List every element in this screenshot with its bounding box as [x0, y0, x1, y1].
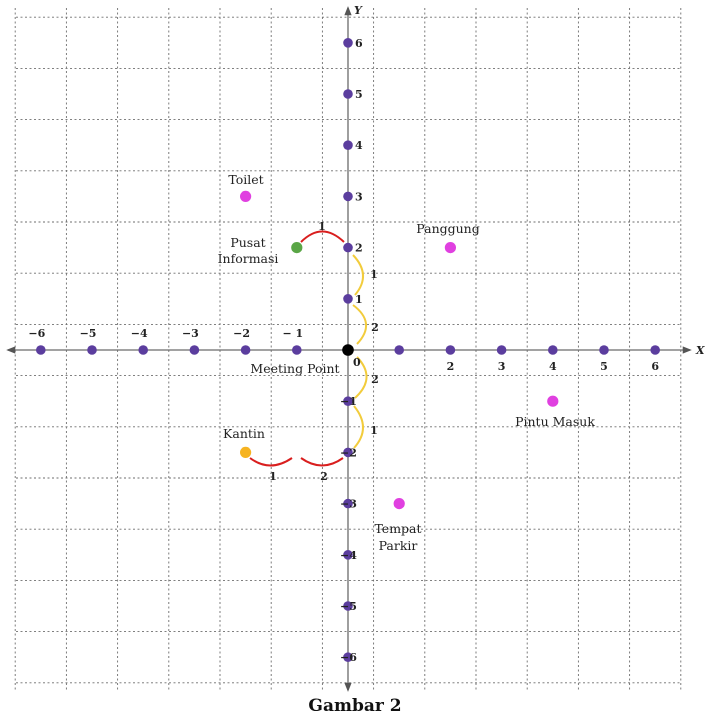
kantin-label: Kantin	[223, 426, 265, 441]
x-tick-label: −4	[131, 327, 148, 340]
y-tick-point	[343, 294, 353, 304]
yellow-path-arc	[352, 254, 364, 296]
step-label: 1	[269, 470, 277, 483]
x-tick-point	[138, 345, 148, 355]
x-tick-point	[292, 345, 302, 355]
y-axis-name: Y	[354, 4, 363, 17]
x-tick-label: 3	[498, 360, 506, 373]
y-tick-point	[343, 498, 353, 509]
x-tick-label: 6	[651, 360, 659, 373]
x-tick-label: −5	[80, 327, 97, 340]
x-axis-name: X	[695, 344, 705, 357]
yellow-path-arc	[353, 405, 364, 449]
x-tick-label: −6	[28, 327, 45, 340]
pusat-informasi-point	[291, 242, 303, 254]
meeting-point-label: Meeting Point	[250, 361, 339, 376]
x-tick-label: 4	[549, 360, 557, 373]
y-tick-label: −5	[340, 600, 357, 613]
red-path-arc	[300, 230, 345, 243]
tempat-parkir-label: Tempat	[374, 521, 421, 536]
y-tick-label: −2	[340, 446, 357, 459]
x-tick-point	[189, 345, 200, 355]
y-tick-point	[343, 38, 353, 48]
toilet-point	[240, 190, 252, 202]
pusat-informasi-label: Informasi	[218, 251, 279, 266]
x-tick-point	[240, 345, 251, 355]
y-tick-point	[343, 89, 353, 99]
y-tick-point	[343, 652, 353, 662]
y-tick-point	[343, 396, 353, 407]
step-label: 2	[371, 373, 379, 386]
y-tick-label: −4	[340, 549, 357, 562]
y-tick-label: 5	[355, 88, 363, 101]
y-tick-point	[343, 242, 353, 253]
x-tick-point	[599, 345, 609, 355]
y-tick-point	[343, 140, 353, 150]
step-label: 1	[370, 424, 378, 437]
pusat-informasi-label: Pusat	[230, 235, 265, 250]
step-label: 2	[371, 321, 379, 334]
toilet-label: Toilet	[228, 172, 263, 187]
pintu-masuk-point	[547, 395, 559, 407]
x-tick-point	[36, 345, 46, 355]
y-tick-label: −6	[340, 651, 357, 664]
grid	[14, 8, 682, 690]
y-tick-label: 1	[355, 293, 363, 306]
x-tick-point	[394, 345, 405, 355]
x-tick-point	[548, 345, 558, 355]
y-tick-label: 4	[355, 139, 363, 152]
step-label: 2	[320, 470, 328, 483]
x-tick-point	[650, 345, 660, 355]
y-tick-label: 3	[355, 190, 363, 203]
panggung-point	[444, 242, 456, 254]
y-tick-label: 2	[355, 242, 363, 255]
tempat-parkir-point	[393, 498, 405, 510]
panggung-label: Panggung	[416, 221, 479, 236]
y-tick-point	[343, 550, 353, 560]
y-tick-point	[343, 601, 353, 611]
origin-label: 0	[353, 356, 361, 369]
x-tick-point	[445, 345, 456, 355]
step-label: 1	[370, 268, 378, 281]
meeting-point-point	[342, 344, 354, 356]
red-path-arc	[249, 457, 293, 467]
pintu-masuk-label: Pintu Masuk	[515, 414, 595, 429]
tempat-parkir-label: Parkir	[379, 538, 418, 553]
y-tick-point	[343, 191, 353, 202]
x-tick-label: −2	[233, 327, 250, 340]
x-tick-label: − 1	[282, 327, 303, 340]
y-tick-label: −1	[340, 395, 357, 408]
red-path-arc	[300, 457, 344, 467]
figure-caption: Gambar 2	[308, 696, 402, 716]
step-label: 1	[318, 220, 326, 233]
x-tick-label: 5	[600, 360, 608, 373]
x-tick-label: 2	[447, 360, 455, 373]
kantin-point	[240, 446, 252, 458]
yellow-path-arc	[352, 304, 367, 345]
yellow-path-arc	[354, 356, 368, 399]
y-tick-label: 6	[355, 37, 363, 50]
y-tick-label: −3	[340, 498, 357, 511]
x-tick-label: −3	[182, 327, 199, 340]
y-tick-point	[343, 447, 353, 458]
x-tick-point	[87, 345, 97, 355]
x-tick-point	[496, 345, 507, 355]
